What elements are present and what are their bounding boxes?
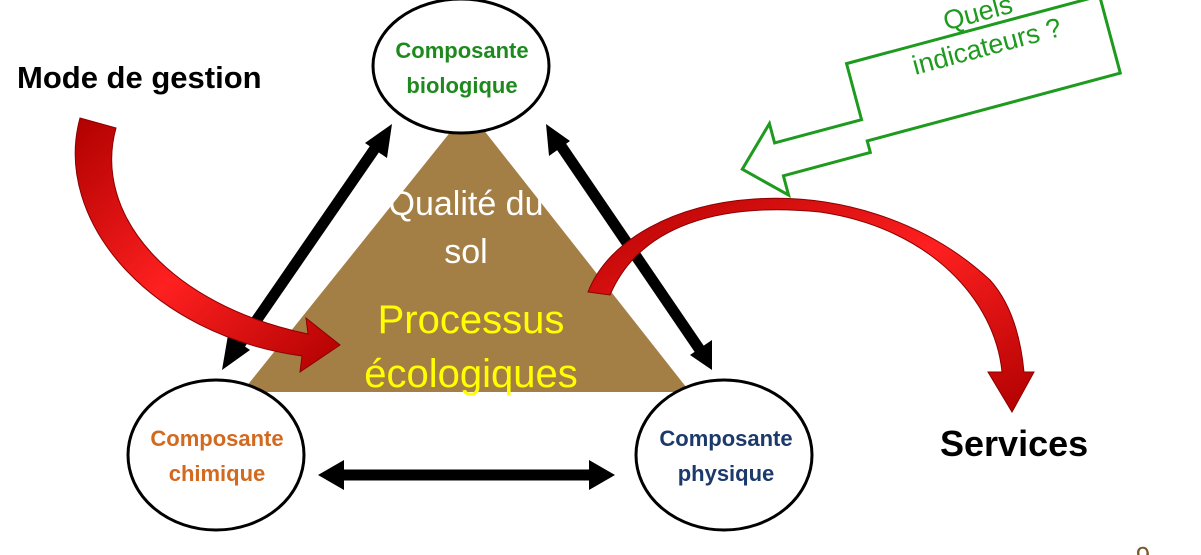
phys-label-line2: physique — [678, 461, 775, 486]
soil-quality-line1: Qualité du — [389, 185, 544, 223]
management-label: Mode de gestion — [17, 60, 262, 95]
soil-quality-line2: sol — [444, 233, 487, 271]
chem-label-line1: Composante — [150, 426, 283, 451]
node-chemical — [126, 378, 306, 532]
node-biological — [371, 0, 551, 135]
ecological-processes-line1: Processus — [378, 298, 565, 342]
bio-label-line1: Composante — [395, 38, 528, 63]
soil-triangle — [242, 110, 690, 392]
chem-label-line2: chimique — [169, 461, 266, 486]
bio-label-line2: biologique — [406, 73, 517, 98]
node-physical — [634, 378, 814, 532]
curved-red-arrow-icon — [74, 117, 341, 374]
double-arrow-chem-phys — [318, 460, 615, 490]
phys-label-line1: Composante — [659, 426, 792, 451]
curved-red-arrow-services-icon — [587, 197, 1035, 414]
ecological-processes-line2: écologiques — [364, 352, 578, 396]
outline-arrow-icon — [740, 0, 1123, 199]
double-arrow-bio-chem — [222, 124, 392, 370]
page-number: 9 — [1136, 541, 1150, 555]
services-label: Services — [940, 423, 1088, 464]
